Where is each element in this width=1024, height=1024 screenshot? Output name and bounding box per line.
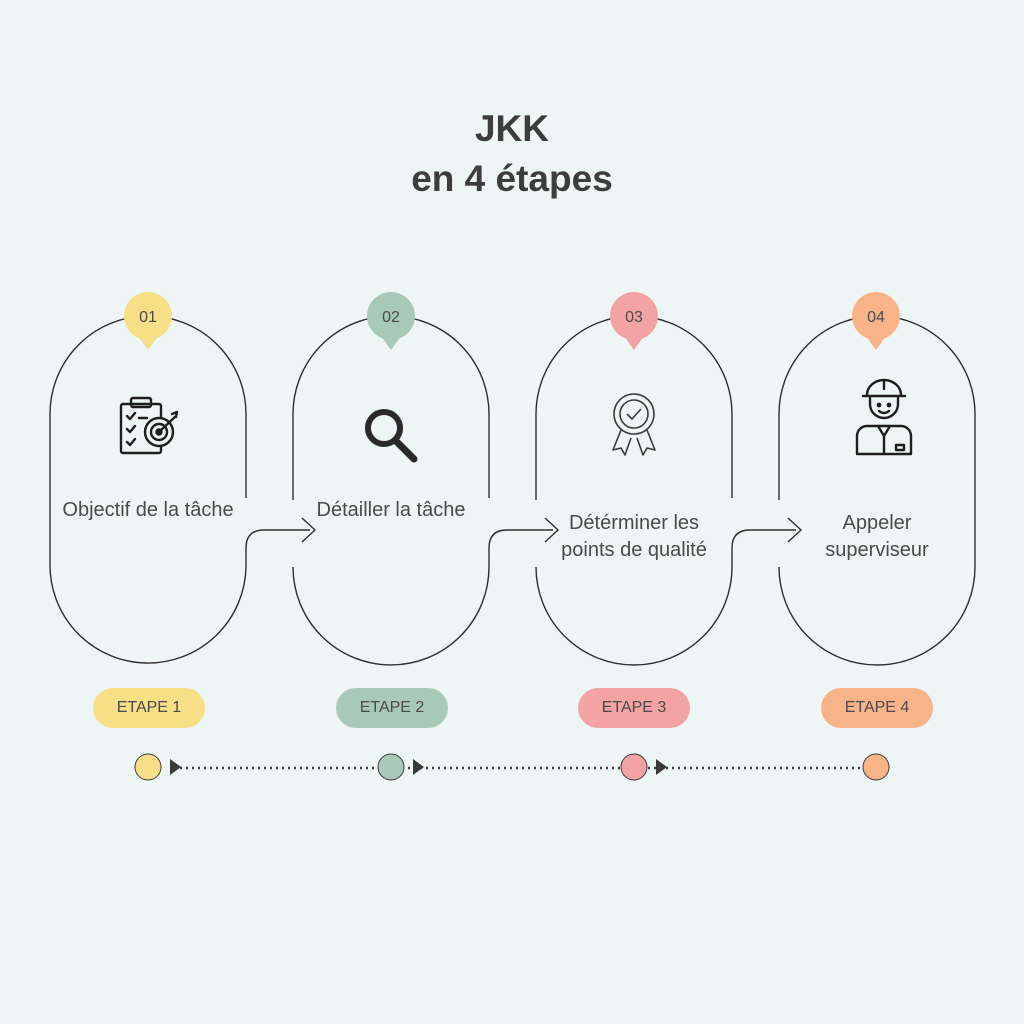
quality-badge-icon xyxy=(612,393,656,456)
timeline-marker-4 xyxy=(862,753,890,781)
supervisor-icon xyxy=(855,378,913,456)
timeline-marker-1 xyxy=(134,753,181,781)
arrow-head-3 xyxy=(787,517,803,543)
capsule-4-outline xyxy=(778,315,976,666)
step-label-1: Objectif de la tâche xyxy=(62,499,234,521)
capsule-3-outline-bottom xyxy=(535,529,796,666)
timeline-marker-3 xyxy=(620,753,667,781)
step-label-2: Détailler la tâche xyxy=(316,499,466,521)
step-number-1: 01 xyxy=(139,309,157,326)
step-badge-3: ETAPE 3 xyxy=(578,688,690,728)
title-line-1: JKK xyxy=(474,108,550,149)
step-number-4: 04 xyxy=(867,309,885,326)
number-pin-4: 04 xyxy=(852,292,900,350)
search-icon xyxy=(365,409,418,463)
step-number-2: 02 xyxy=(382,309,400,326)
step-number-3: 03 xyxy=(625,309,643,326)
capsule-2-outline-bottom xyxy=(292,529,553,666)
number-pin-2: 02 xyxy=(367,292,415,350)
step-badge-1: ETAPE 1 xyxy=(93,688,205,728)
step-label-3: Détérminer les points de qualité xyxy=(561,512,707,561)
capsule-1-outline-bottom xyxy=(49,529,310,664)
title-line-2: en 4 étapes xyxy=(411,158,613,199)
number-pin-1: 01 xyxy=(124,292,172,350)
timeline-marker-2 xyxy=(377,753,424,781)
arrow-head-1 xyxy=(301,517,317,543)
arrow-head-2 xyxy=(544,517,560,543)
clipboard-target-icon xyxy=(119,396,179,455)
step-badge-2: ETAPE 2 xyxy=(336,688,448,728)
step-badge-4: ETAPE 4 xyxy=(821,688,933,728)
step-label-4: Appeler superviseur xyxy=(825,512,929,561)
number-pin-3: 03 xyxy=(610,292,658,350)
page-title: JKK en 4 étapes xyxy=(0,104,1024,204)
